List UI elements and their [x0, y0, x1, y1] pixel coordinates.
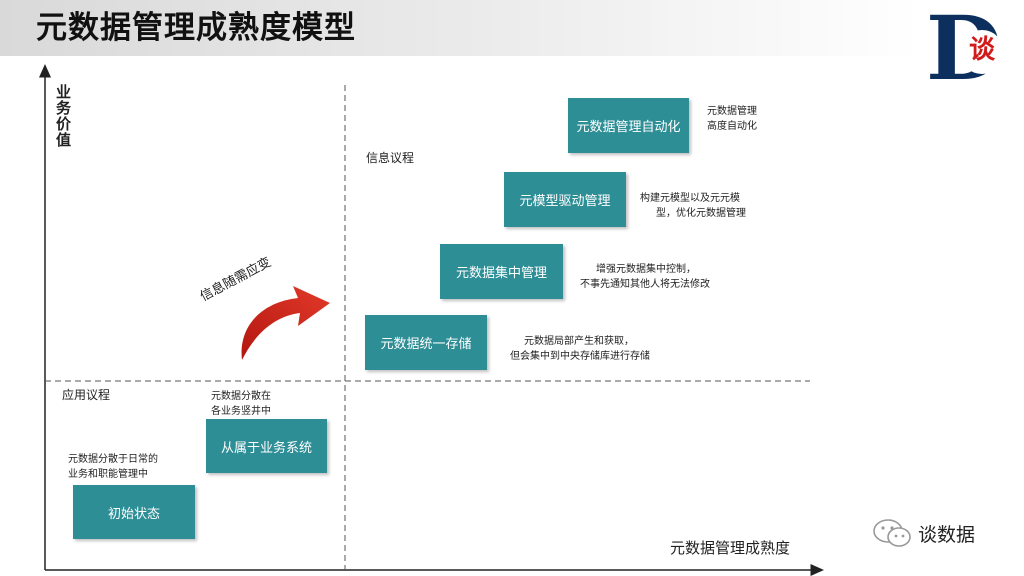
- stage-desc-line: 不事先通知其他人将无法修改: [580, 279, 710, 290]
- stage-desc-line: 元数据管理: [707, 106, 757, 117]
- stage-desc-line: 但会集中到中央存储库进行存储: [510, 351, 650, 362]
- page-title: 元数据管理成熟度模型: [36, 10, 356, 46]
- stage-box-unified-storage: 元数据统一存储: [365, 315, 487, 370]
- x-axis-label: 元数据管理成熟度: [670, 539, 791, 557]
- stage-label: 元数据管理自动化: [576, 120, 681, 135]
- stage-box-centralized: 元数据集中管理: [440, 244, 563, 299]
- stage-desc-line: 元数据分散于日常的: [68, 454, 158, 465]
- watermark: 谈数据: [872, 516, 1002, 550]
- stage-desc-metamodel-driven: 构建元模型以及元元模 型，优化元数据管理: [640, 191, 746, 221]
- title-bar: [0, 0, 922, 56]
- stage-desc-line: 业务和职能管理中: [68, 469, 148, 480]
- stage-box-initial: 初始状态: [73, 485, 195, 539]
- stage-desc-line: 型，优化元数据管理: [656, 208, 746, 219]
- wechat-icon: [873, 519, 911, 547]
- stage-desc-unified-storage: 元数据局部产生和获取， 但会集中到中央存储库进行存储: [510, 334, 650, 364]
- stage-label: 从属于业务系统: [220, 440, 312, 456]
- stage-desc-line: 元数据分散在: [211, 391, 271, 402]
- stage-desc-line: 各业务竖井中: [211, 406, 271, 417]
- stage-label: 初始状态: [107, 506, 160, 522]
- stage-label: 元数据统一存储: [380, 337, 472, 352]
- watermark-text: 谈数据: [918, 524, 976, 546]
- stage-box-automation: 元数据管理自动化: [568, 98, 689, 153]
- stage-label: 元数据集中管理: [455, 266, 547, 281]
- curved-red-arrow: [241, 286, 330, 360]
- stage-desc-centralized: 增强元数据集中控制， 不事先通知其他人将无法修改: [580, 262, 710, 292]
- stage-box-metamodel-driven: 元模型驱动管理: [504, 172, 626, 227]
- logo-circle: [960, 30, 1004, 74]
- stage-desc-automation: 元数据管理 高度自动化: [707, 104, 757, 134]
- logo-character: 谈: [968, 35, 995, 65]
- y-axis-label: 业务价值: [54, 84, 72, 148]
- stage-box-business-system: 从属于业务系统: [206, 419, 327, 473]
- brand-logo: D 谈: [926, 0, 1018, 96]
- stage-label: 元模型驱动管理: [519, 194, 611, 209]
- stage-desc-line: 增强元数据集中控制，: [596, 264, 696, 275]
- stage-desc-line: 构建元模型以及元元模: [640, 193, 740, 204]
- zone-label-information-agenda: 信息议程: [366, 151, 415, 165]
- stage-desc-line: 元数据局部产生和获取，: [524, 336, 634, 347]
- stage-desc-business-system: 元数据分散在 各业务竖井中: [211, 389, 271, 419]
- zone-label-application-agenda: 应用议程: [62, 388, 111, 402]
- stage-desc-initial: 元数据分散于日常的 业务和职能管理中: [68, 452, 158, 482]
- stage-desc-line: 高度自动化: [707, 121, 757, 132]
